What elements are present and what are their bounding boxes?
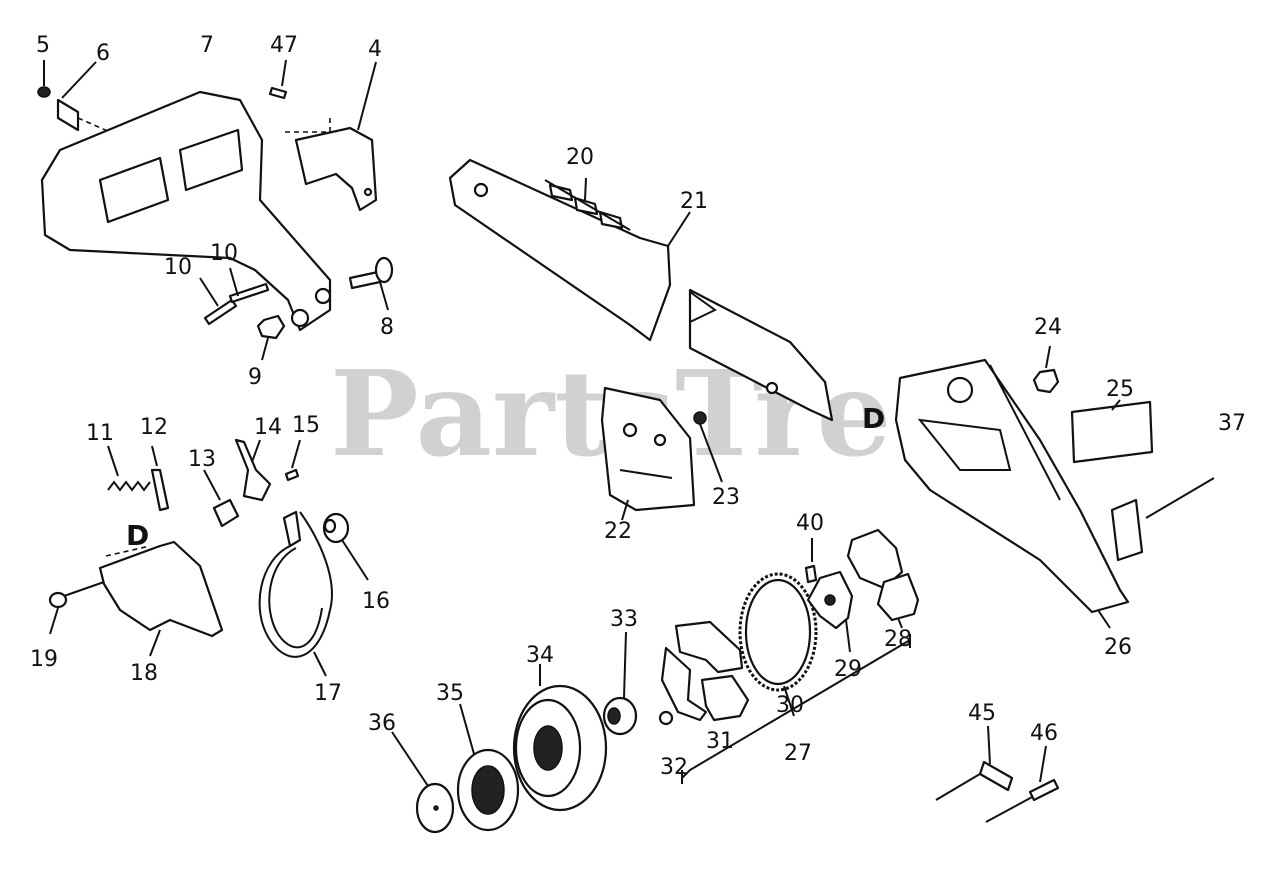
spring-11-part[interactable] <box>107 480 151 492</box>
plate-22-part[interactable] <box>600 386 696 512</box>
brake-band-17-part[interactable] <box>258 510 333 658</box>
callout-8: 8 <box>380 315 394 340</box>
clip-6-part[interactable] <box>56 98 80 132</box>
screw-47-part[interactable] <box>268 86 288 100</box>
screw-23-part[interactable] <box>693 411 723 483</box>
pin-10a-part[interactable] <box>203 298 238 326</box>
callout-21: 21 <box>680 189 708 214</box>
callout-13: 13 <box>188 447 216 472</box>
callout-19: 19 <box>30 647 58 672</box>
ring-gear-30-part[interactable] <box>738 572 818 692</box>
decal-25-part[interactable] <box>1070 400 1154 464</box>
callout-30: 30 <box>776 693 804 718</box>
drum-34-part[interactable] <box>512 684 608 812</box>
callout-10a: 10 <box>164 255 192 280</box>
callout-37: 37 <box>1218 411 1246 436</box>
oil-pump-29-part[interactable] <box>806 570 854 630</box>
washer-36-part[interactable] <box>415 782 455 834</box>
nut-9-part[interactable] <box>256 314 286 340</box>
callout-45: 45 <box>968 701 996 726</box>
callout-9: 9 <box>248 365 262 390</box>
callout-29: 29 <box>834 657 862 682</box>
callout-18: 18 <box>130 661 158 686</box>
bearing-33-part[interactable] <box>602 696 638 736</box>
tool-46-part[interactable] <box>985 778 1060 823</box>
callout-46: 46 <box>1030 721 1058 746</box>
callout-16: 16 <box>362 589 390 614</box>
reference-d-cover: D <box>862 402 885 435</box>
clutch-shoes-31-part[interactable] <box>660 620 750 722</box>
callout-27: 27 <box>784 741 812 766</box>
hand-guard-part[interactable] <box>40 90 332 332</box>
callout-10b: 10 <box>210 241 238 266</box>
screw-5-part[interactable] <box>37 60 51 98</box>
callout-47: 47 <box>270 33 298 58</box>
callout-33: 33 <box>610 607 638 632</box>
bushing-13-part[interactable] <box>212 498 240 528</box>
plate-18-part[interactable] <box>98 540 224 638</box>
callout-6: 6 <box>96 41 110 66</box>
chain-20-part[interactable] <box>544 179 631 231</box>
callout-40: 40 <box>796 511 824 536</box>
callout-28: 28 <box>884 627 912 652</box>
callout-7: 7 <box>200 33 214 58</box>
arm-14-part[interactable] <box>234 438 272 502</box>
callout-22: 22 <box>604 519 632 544</box>
bolt-8-part[interactable] <box>348 256 394 290</box>
guide-bar-21-part[interactable] <box>448 158 834 422</box>
reference-d-plate: D <box>126 519 149 552</box>
callout-25: 25 <box>1106 377 1134 402</box>
clip-40-part[interactable] <box>804 564 818 584</box>
callout-15: 15 <box>292 413 320 438</box>
callout-26: 26 <box>1104 635 1132 660</box>
callout-17: 17 <box>314 681 342 706</box>
callout-35: 35 <box>436 681 464 706</box>
nut-24-part[interactable] <box>1032 368 1060 394</box>
callout-14: 14 <box>254 415 282 440</box>
callout-31: 31 <box>706 729 734 754</box>
callout-23: 23 <box>712 485 740 510</box>
callout-36: 36 <box>368 711 396 736</box>
decal-37-part[interactable] <box>1110 498 1144 562</box>
callout-34: 34 <box>526 643 554 668</box>
callout-20: 20 <box>566 145 594 170</box>
lever-12-part[interactable] <box>150 468 170 512</box>
callout-12: 12 <box>140 415 168 440</box>
pin-10b-part[interactable] <box>228 282 270 304</box>
callout-32: 32 <box>660 755 688 780</box>
tool-45-part[interactable] <box>935 760 1014 801</box>
bracket-4-part[interactable] <box>294 126 378 212</box>
clutch-cover-26-part[interactable] <box>894 358 1130 614</box>
callout-4: 4 <box>368 37 382 62</box>
screw-32-part[interactable] <box>658 710 674 726</box>
sprocket-35-part[interactable] <box>456 748 520 832</box>
screw-19-part[interactable] <box>48 581 105 609</box>
bushing-16-part[interactable] <box>322 512 350 544</box>
callout-5: 5 <box>36 33 50 58</box>
callout-11: 11 <box>86 421 114 446</box>
plates-28-part[interactable] <box>846 528 920 622</box>
pin-15-part[interactable] <box>284 468 300 482</box>
callout-24: 24 <box>1034 315 1062 340</box>
